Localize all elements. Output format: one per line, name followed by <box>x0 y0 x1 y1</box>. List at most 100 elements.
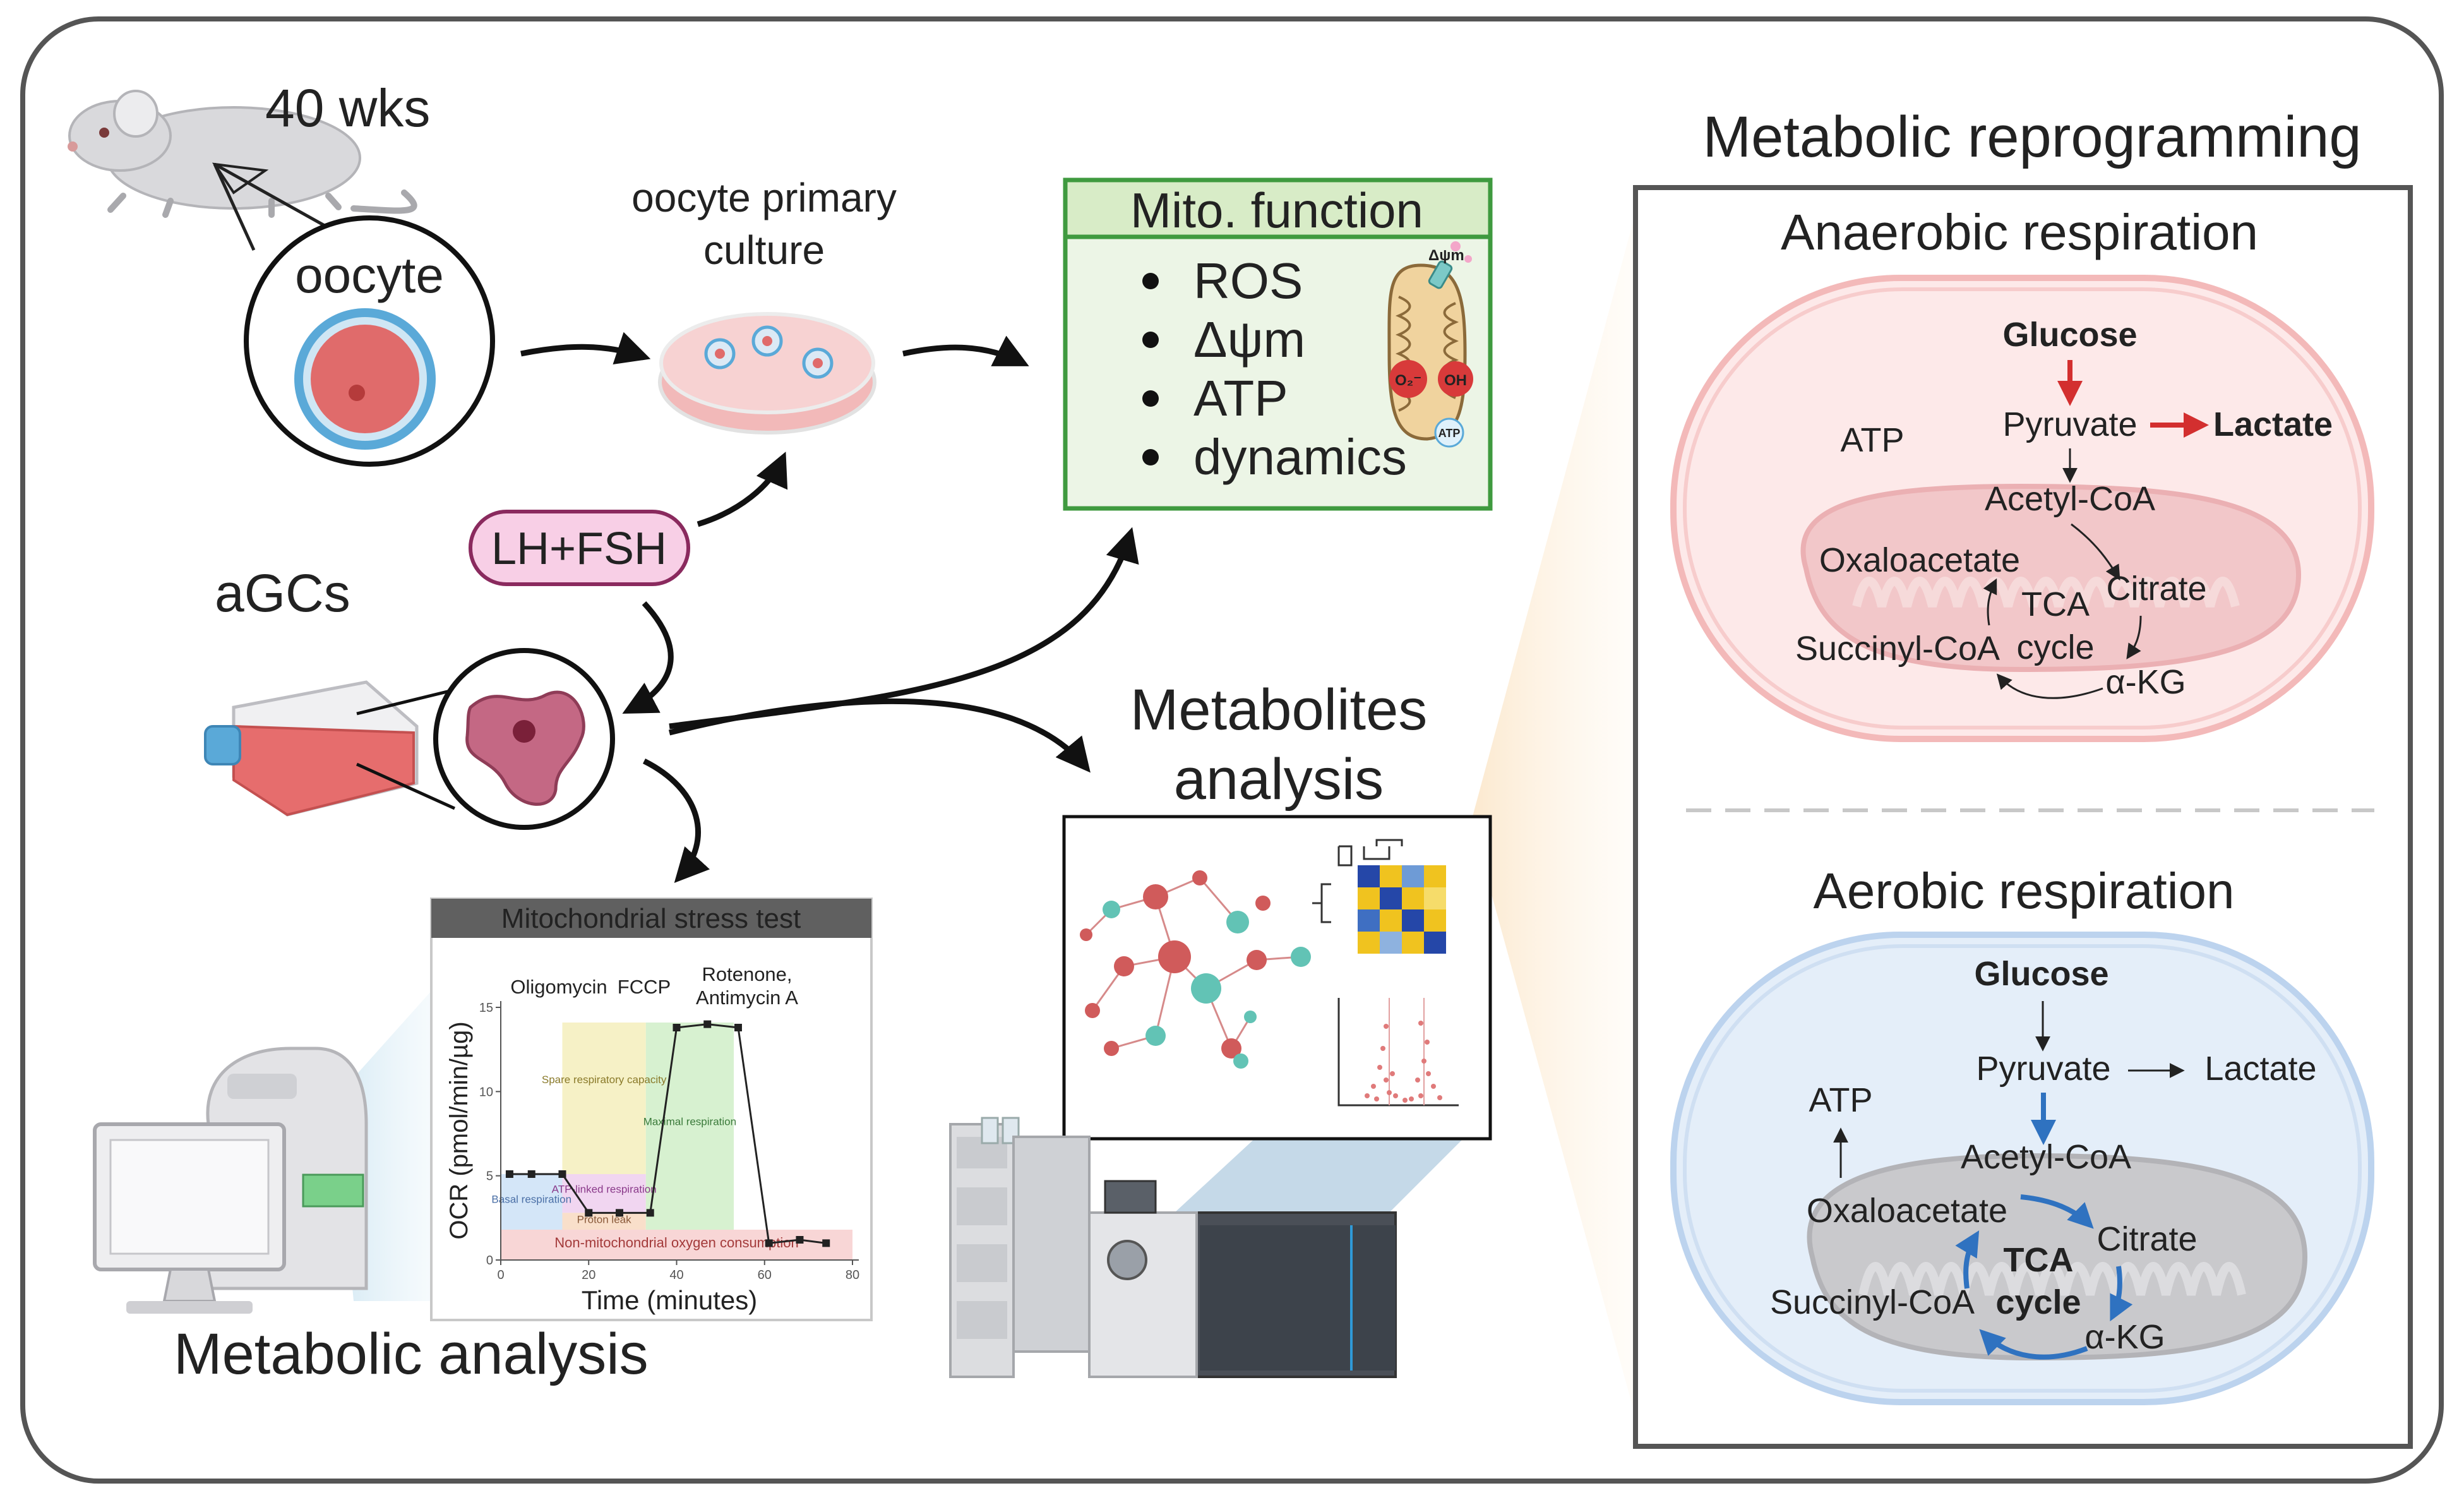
ocr-point <box>822 1239 830 1247</box>
y-tick-label: 0 <box>486 1254 493 1268</box>
metabolomics-panel <box>1062 815 1492 1141</box>
ocr-point <box>505 1170 513 1178</box>
aerobic-acetyl: Acetyl-CoA <box>1961 1138 2131 1176</box>
aerobic-akg: α-KG <box>2084 1318 2165 1356</box>
x-tick-label: 40 <box>669 1268 683 1282</box>
ocr-point <box>734 1024 742 1031</box>
aerobic-cell <box>1670 932 2374 1405</box>
reprogramming-beam <box>1471 189 1642 1440</box>
arrow-hormone-to-culture <box>697 452 788 527</box>
ocr-point <box>558 1170 566 1178</box>
region-label-non-mito: Non-mitochondrial oxygen consumption <box>554 1235 798 1251</box>
arrow-hormone-to-cell <box>622 601 674 714</box>
aerobic-tca: TCA <box>2004 1241 2074 1279</box>
stress-test-regions: Basal respiration Spare respiratory capac… <box>491 1023 852 1260</box>
anaerobic-mitochondrion <box>1800 483 2302 673</box>
stress-test-axes: 0 20 40 60 80 0 5 10 15 <box>479 1001 859 1282</box>
hormone-badge <box>469 510 690 586</box>
stress-test-title: Mitochondrial stress test <box>501 903 801 934</box>
mito-icon-superoxide-label: O₂⁻ <box>1395 372 1421 389</box>
mito-item-dynamics: dynamics <box>1193 429 1407 485</box>
anaerobic-title: Anaerobic respiration <box>1781 204 2258 260</box>
y-tick-label: 15 <box>479 1001 493 1015</box>
aerobic-tca-arrows <box>1955 1194 2133 1360</box>
volcano-plot <box>1337 998 1459 1107</box>
region-non-mito <box>501 1230 852 1260</box>
ocr-point <box>585 1209 593 1217</box>
x-tick-label: 80 <box>846 1268 859 1282</box>
y-tick-label: 10 <box>479 1085 493 1099</box>
region-spare <box>562 1023 646 1174</box>
stress-test-ylabel: OCR (pmol/min/µg) <box>445 1021 473 1239</box>
ocr-series-line <box>509 1023 827 1244</box>
ocr-point <box>703 1020 712 1028</box>
network-nodes <box>1080 870 1311 1069</box>
ocr-point <box>673 1024 681 1031</box>
aerobic-atp: ATP <box>1809 1081 1872 1119</box>
injection-rotenone: Rotenone, <box>702 963 792 985</box>
culture-dish-icon <box>658 312 876 435</box>
anaerobic-cycle: cycle <box>2016 628 2094 666</box>
anaerobic-akg: α-KG <box>2105 663 2186 701</box>
anaerobic-citrate: Citrate <box>2106 570 2206 608</box>
culture-flask-icon <box>204 680 419 817</box>
ocr-point <box>765 1239 773 1247</box>
ocr-point <box>527 1170 535 1178</box>
heatmap <box>1312 839 1446 954</box>
mito-item-ros: ROS <box>1193 253 1303 309</box>
injection-oligomycin: Oligomycin <box>510 976 607 998</box>
metabolites-label-line2: analysis <box>1174 747 1384 812</box>
metabolites-label-line1: Metabolites <box>1130 678 1427 742</box>
mito-icon-hydroxyl-label: OH <box>1444 372 1467 389</box>
anaerobic-tca: TCA <box>2021 585 2090 623</box>
oocyte-label: oocyte <box>295 247 444 303</box>
anaerobic-atp: ATP <box>1840 421 1904 459</box>
anaerobic-succinyl: Succinyl-CoA <box>1795 630 2000 668</box>
anaerobic-tca-arrows <box>1983 523 2142 699</box>
reprogramming-title: Metabolic reprogramming <box>1702 105 2361 169</box>
mouse-icon <box>68 90 417 218</box>
lcms-instrument-icon <box>949 1117 1397 1378</box>
aerobic-title: Aerobic respiration <box>1814 863 2235 919</box>
aerobic-mitochondrion <box>1807 1153 2308 1361</box>
y-tick-label: 5 <box>486 1170 493 1184</box>
stress-test-series <box>505 1020 830 1247</box>
aerobic-cycle: cycle <box>1995 1283 2081 1321</box>
mito-item-atp: ATP <box>1193 370 1288 426</box>
anaerobic-acetyl: Acetyl-CoA <box>1985 480 2155 518</box>
region-label-spare: Spare respiratory capacity <box>542 1074 667 1086</box>
oocyte-zoom-circle <box>244 215 495 467</box>
x-tick-label: 0 <box>497 1268 504 1282</box>
anaerobic-glucose: Glucose <box>2002 316 2137 354</box>
region-basal <box>501 1174 563 1230</box>
region-label-maximal: Maximal respiration <box>643 1116 736 1128</box>
arrow-culture-to-mito <box>902 335 1029 366</box>
anaerobic-oxaloacetate: Oxaloacetate <box>1819 541 2020 579</box>
aerobic-glucose: Glucose <box>1974 955 2108 993</box>
anaerobic-lactate: Lactate <box>2213 405 2333 443</box>
anaerobic-pyruvate: Pyruvate <box>2002 405 2137 443</box>
mito-icon-atp-label: ATP <box>1438 427 1461 440</box>
arrow-cell-to-metabolites <box>668 698 1091 773</box>
mouse-age-label: 40 wks <box>265 78 430 138</box>
x-tick-label: 60 <box>758 1268 772 1282</box>
region-label-basal: Basal respiration <box>491 1193 571 1205</box>
region-maximal <box>645 1023 734 1230</box>
hormone-label: LH+FSH <box>491 524 667 574</box>
aerobic-citrate: Citrate <box>2096 1220 2197 1258</box>
aerobic-succinyl: Succinyl-CoA <box>1770 1283 1975 1321</box>
ocr-point <box>796 1236 804 1244</box>
x-tick-label: 20 <box>582 1268 595 1282</box>
seahorse-analyzer-icon <box>93 1047 368 1314</box>
mito-icon-dpsi-label: Δψm <box>1428 247 1464 264</box>
mitochondrion-icon <box>1387 241 1473 448</box>
mito-item-dpsi: Δψm <box>1193 311 1305 368</box>
injection-antimycin: Antimycin A <box>696 987 798 1009</box>
aerobic-lactate: Lactate <box>2204 1050 2316 1088</box>
region-proton-leak <box>562 1213 646 1230</box>
cell-zoom-circle <box>433 648 615 830</box>
arrow-cell-to-stress-test <box>642 758 710 883</box>
arrow-oocyte-to-culture <box>520 332 651 364</box>
mito-function-list: ROS Δψm ATP dynamics <box>1142 253 1407 485</box>
